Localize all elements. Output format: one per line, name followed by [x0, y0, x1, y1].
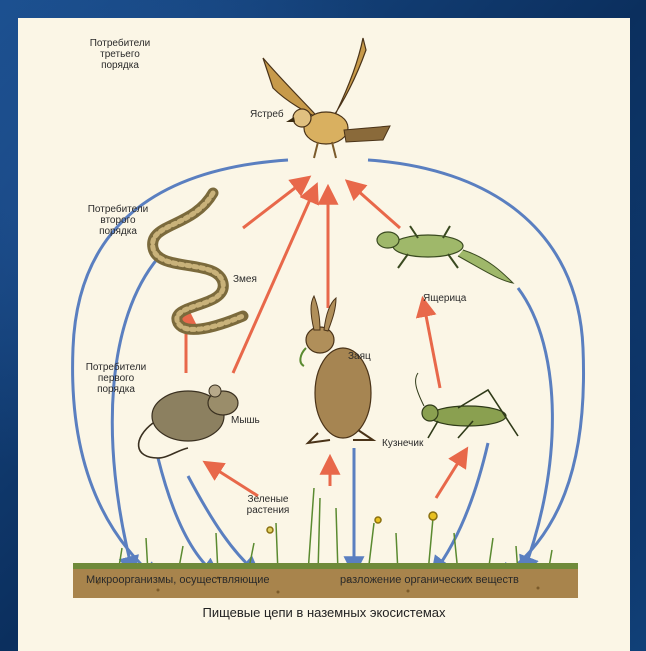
caption: Пищевые цепи в наземных экосистемах — [18, 605, 630, 620]
label-soil-left: Микроорганизмы, осуществляющие — [86, 575, 270, 586]
label-second-order-consumers: Потребители второго порядка — [68, 204, 168, 237]
arc-mouse — [158, 458, 218, 576]
label-mouse: Мышь — [231, 415, 260, 426]
arrow-snake-hawk — [243, 178, 308, 228]
mouse-illustration — [139, 385, 238, 458]
lizard-illustration — [377, 226, 513, 283]
arrow-plants-mouse — [206, 463, 258, 496]
arrow-lizard-hawk — [348, 182, 400, 228]
label-snake: Змея — [233, 274, 257, 285]
label-lizard: Ящерица — [423, 293, 466, 304]
label-hawk: Ястреб — [250, 109, 284, 120]
label-hare: Заяц — [348, 351, 371, 362]
hare-illustration — [300, 296, 373, 443]
label-grasshopper: Кузнечик — [382, 438, 423, 449]
label-third-order-consumers: Потребители третьего порядка — [70, 38, 170, 71]
food-web-diagram — [18, 18, 630, 651]
arrow-plants-grasshopper — [436, 450, 466, 498]
arrow-grasshopper-lizard — [423, 300, 440, 388]
diagram-panel: Потребители третьего порядка Потребители… — [18, 18, 630, 651]
hawk-illustration — [263, 38, 390, 158]
label-soil-right: разложение органических веществ — [340, 575, 519, 586]
label-first-order-consumers: Потребители первого порядка — [66, 362, 166, 395]
grasshopper-illustration — [416, 373, 518, 438]
arc-snake — [112, 258, 158, 573]
arc-right-outer — [368, 160, 584, 580]
label-green-plants: Зеленые растения — [238, 494, 298, 516]
arc-grasshopper — [433, 443, 488, 574]
